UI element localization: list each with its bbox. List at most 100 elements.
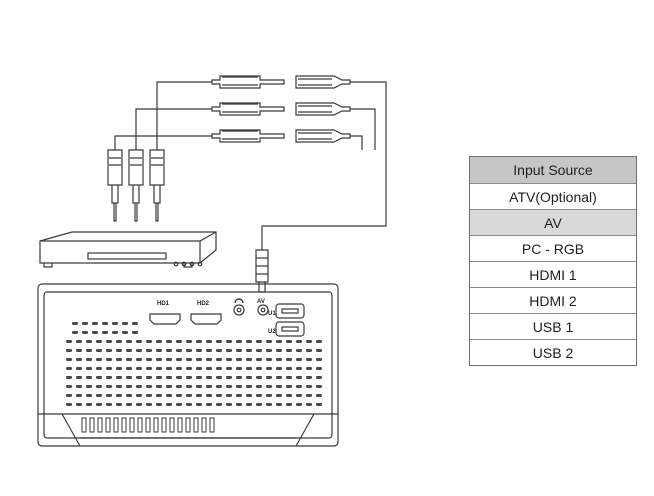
vent-slot xyxy=(246,385,252,388)
vent-slot xyxy=(216,394,222,397)
vent-slot xyxy=(126,349,132,352)
usb-port-2 xyxy=(275,321,305,337)
vent-slot xyxy=(306,367,312,370)
vent-grille xyxy=(66,322,322,406)
menu-item-usb-2[interactable]: USB 2 xyxy=(470,339,636,365)
vent-slot xyxy=(306,358,312,361)
vent-slot xyxy=(136,340,142,343)
vent-slot xyxy=(76,358,82,361)
vertical-rca-plugs xyxy=(107,149,165,222)
vent-slot xyxy=(156,376,162,379)
vent-slot xyxy=(156,394,162,397)
menu-item-pc-rgb[interactable]: PC - RGB xyxy=(470,235,636,261)
vent-slot xyxy=(146,367,152,370)
vent-slot xyxy=(296,376,302,379)
vent-slot xyxy=(316,340,322,343)
hdmi-port-1 xyxy=(149,313,181,325)
vent-slot xyxy=(96,376,102,379)
vent-slot xyxy=(136,367,142,370)
projector-body xyxy=(37,283,339,447)
menu-title: Input Source xyxy=(470,157,636,183)
vent-slot xyxy=(146,340,152,343)
vent-slot xyxy=(246,349,252,352)
vent-slot xyxy=(66,376,72,379)
vent-slot xyxy=(156,358,162,361)
vent-slot xyxy=(166,394,172,397)
bottom-vent-slot xyxy=(129,417,135,433)
vent-slot xyxy=(276,385,282,388)
vent-slot xyxy=(196,394,202,397)
vent-slot xyxy=(106,385,112,388)
vent-slot xyxy=(76,367,82,370)
bottom-vent-slot xyxy=(145,417,151,433)
menu-item-hdmi-2[interactable]: HDMI 2 xyxy=(470,287,636,313)
menu-item-av[interactable]: AV xyxy=(470,209,636,235)
vent-slot xyxy=(86,376,92,379)
vent-slot xyxy=(96,358,102,361)
vent-slot xyxy=(186,349,192,352)
vent-slot xyxy=(276,394,282,397)
vent-slot xyxy=(156,349,162,352)
vent-slot xyxy=(132,331,138,334)
vent-slot xyxy=(126,340,132,343)
vent-slot xyxy=(196,403,202,406)
hdmi-port-2 xyxy=(190,313,222,325)
vent-slot xyxy=(256,358,262,361)
bottom-vent-slot xyxy=(97,417,103,433)
vent-slot xyxy=(226,349,232,352)
menu-item-usb-1[interactable]: USB 1 xyxy=(470,313,636,339)
vent-slot xyxy=(236,349,242,352)
vent-slot xyxy=(186,385,192,388)
vent-slot xyxy=(246,367,252,370)
vent-slot xyxy=(86,385,92,388)
vent-slot xyxy=(102,331,108,334)
bottom-vent-slot xyxy=(177,417,183,433)
vent-slot xyxy=(266,394,272,397)
vent-slot xyxy=(216,367,222,370)
rca-connector-pair-3 xyxy=(211,129,351,143)
vent-slot xyxy=(92,331,98,334)
vent-slot xyxy=(316,394,322,397)
vent-slot xyxy=(156,403,162,406)
vent-slot xyxy=(66,367,72,370)
vent-slot xyxy=(306,349,312,352)
vent-slot xyxy=(86,403,92,406)
bottom-vent-slot xyxy=(169,417,175,433)
vent-slot xyxy=(306,385,312,388)
vent-slot xyxy=(66,340,72,343)
vent-slot xyxy=(256,367,262,370)
bottom-vent-slot xyxy=(89,417,95,433)
vent-slot xyxy=(176,340,182,343)
vent-slot xyxy=(96,367,102,370)
vent-slot xyxy=(106,376,112,379)
vent-slot xyxy=(186,376,192,379)
vent-slot xyxy=(72,322,78,325)
u1-label: U1 xyxy=(268,311,276,317)
vent-slot xyxy=(256,376,262,379)
vent-slot xyxy=(296,403,302,406)
vent-slot xyxy=(246,376,252,379)
vent-slot xyxy=(82,331,88,334)
vent-slot xyxy=(96,349,102,352)
vent-slot xyxy=(166,349,172,352)
menu-item-atv[interactable]: ATV(Optional) xyxy=(470,183,636,209)
vent-slot xyxy=(316,358,322,361)
vent-slot xyxy=(286,403,292,406)
vent-slot xyxy=(106,394,112,397)
vent-slot xyxy=(236,358,242,361)
vent-slot xyxy=(236,394,242,397)
vent-slot xyxy=(86,340,92,343)
bottom-vent-slot xyxy=(113,417,119,433)
vent-slot xyxy=(196,358,202,361)
menu-item-hdmi-1[interactable]: HDMI 1 xyxy=(470,261,636,287)
vent-slot xyxy=(276,403,282,406)
vent-slot xyxy=(76,340,82,343)
vent-slot xyxy=(146,403,152,406)
vent-slot xyxy=(106,358,112,361)
vent-slot xyxy=(276,358,282,361)
vent-slot xyxy=(236,367,242,370)
vent-slot xyxy=(176,367,182,370)
vent-slot xyxy=(66,385,72,388)
vent-slot xyxy=(286,340,292,343)
